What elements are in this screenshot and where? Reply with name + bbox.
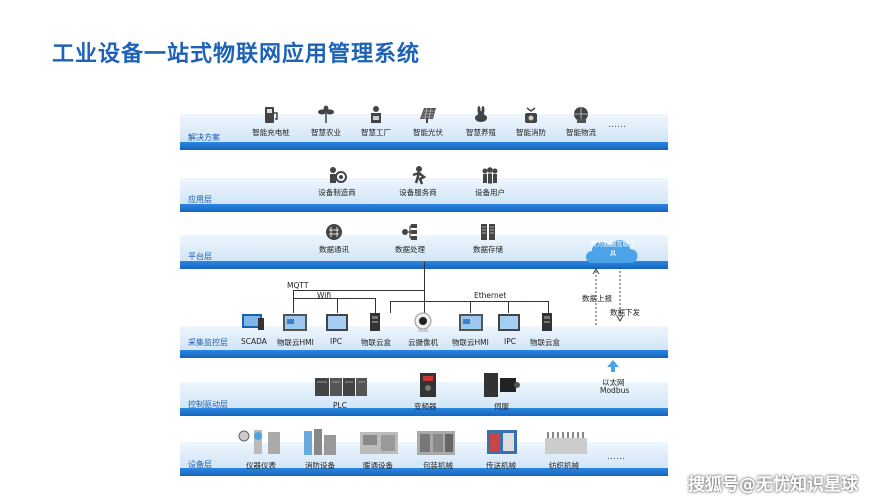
conveyor-machine-icon [487, 430, 517, 454]
collection-label-scada: SCADA [241, 337, 267, 346]
collection-label-camera: 云摄像机 [408, 338, 438, 347]
control-label-inverter: 变频器 [414, 402, 437, 411]
collection-label-ipc-1: IPC [330, 337, 342, 346]
layer-label-solution: 解决方案 [188, 133, 220, 142]
layer-label-platform: 平台层 [188, 252, 212, 261]
ethernet-cn-label: 以太网 [602, 378, 625, 387]
inverter-icon [420, 373, 436, 397]
layer-label-collection: 采集监控层 [188, 338, 228, 347]
platform-item-processing: 数据处理 [382, 222, 438, 255]
device-label-packaging: 包装机械 [423, 461, 453, 470]
layer-label-device: 设备层 [188, 460, 212, 469]
fire-alarm-icon [525, 107, 537, 123]
application-item-service: 设备服务商 [390, 165, 446, 198]
solution-item-agriculture: 智慧农业 [298, 105, 354, 138]
fire-equipment-icon [304, 429, 336, 455]
collection-label-hmi-1: 物联云HMI [277, 338, 314, 347]
wifi-label: Wifi [317, 291, 332, 300]
modbus-label: Modbus [600, 386, 630, 395]
device-label-textile: 纺织机械 [549, 461, 579, 470]
globe-truck-icon [574, 107, 588, 123]
ethernet-line-v1 [470, 301, 471, 313]
layer-application: 应用层 [180, 168, 668, 212]
wifi-line-v2 [375, 298, 376, 313]
download-label: 数据下发 [610, 308, 640, 317]
ipc-icon [326, 314, 348, 331]
collection-label-cloudbox-1: 物联云盒 [361, 338, 391, 347]
communication-icon [326, 224, 342, 240]
collection-label-hmi-2: 物联云HMI [452, 338, 489, 347]
ethernet-line-v2 [508, 301, 509, 313]
leaf-icon [318, 105, 334, 123]
instrument-icon [238, 430, 280, 454]
solution-item-solar: 智能光伏 [400, 105, 456, 138]
up-arrow-icon [607, 360, 619, 372]
cloud-label: 青为数据互联工具 [590, 240, 636, 257]
control-label-servo: 伺服 [494, 402, 509, 411]
layer-label-control: 控制驱动层 [188, 400, 228, 409]
upload-label: 数据上报 [582, 294, 612, 303]
device-label-hvac: 暖通设备 [363, 461, 393, 470]
service-person-icon [412, 166, 427, 185]
servo-icon [484, 373, 520, 397]
application-item-users: 设备用户 [462, 165, 518, 198]
scada-icon [242, 314, 264, 330]
device-more: …… [607, 452, 625, 462]
collection-label-ipc-2: IPC [504, 337, 516, 346]
upload-download-arrows [592, 267, 624, 325]
application-item-manufacturer: 设备制造商 [309, 165, 365, 198]
solution-item-breeding: 智慧养殖 [453, 105, 509, 138]
cloud-box-icon-2 [542, 313, 552, 331]
solution-more: …… [608, 120, 626, 130]
platform-item-comm: 数据通讯 [306, 222, 362, 255]
ethernet-line-v3 [548, 301, 549, 313]
factory-worker-icon [371, 106, 381, 123]
solution-item-fire: 智能消防 [503, 105, 559, 138]
mqtt-line-h [293, 290, 424, 291]
hvac-icon [360, 432, 398, 454]
cloud-icon [586, 240, 638, 263]
wifi-line-v1 [337, 298, 338, 313]
users-group-icon [482, 167, 498, 184]
ethernet-label: Ethernet [474, 291, 507, 300]
device-label-conveyor: 传送机械 [486, 461, 516, 470]
collection-label-cloudbox-2: 物联云盒 [530, 338, 560, 347]
server-storage-icon [481, 224, 495, 240]
rabbit-icon [475, 106, 487, 122]
device-label-instrument: 仪器仪表 [246, 461, 276, 470]
cloud-box-icon [370, 313, 380, 331]
solution-item-charging: 智能充电桩 [243, 105, 299, 138]
control-label-plc: PLC [333, 401, 347, 410]
device-label-fire: 消防设备 [305, 461, 335, 470]
solution-item-factory: 智慧工厂 [348, 105, 404, 138]
platform-down-line [424, 262, 425, 314]
hmi-icon-2 [459, 314, 483, 331]
layer-label-application: 应用层 [188, 195, 212, 204]
manufacturer-gear-icon [330, 167, 347, 183]
mqtt-line-v-left [293, 290, 294, 313]
platform-item-storage: 数据存储 [460, 222, 516, 255]
ipc-icon-2 [498, 314, 520, 331]
hmi-icon [283, 314, 307, 331]
charging-pile-icon [265, 107, 278, 123]
solar-panel-icon [420, 107, 436, 123]
camera-icon [414, 312, 432, 332]
textile-machine-icon [545, 432, 587, 454]
solution-item-logistics: 智能物流 [553, 105, 609, 138]
ethernet-line-v0 [390, 301, 391, 313]
packaging-machine-icon [417, 431, 455, 455]
watermark: 搜狐号@无忧知识星球 [688, 475, 858, 495]
wifi-line-h [293, 298, 375, 299]
ethernet-line-h [390, 301, 548, 302]
data-processing-icon [402, 224, 417, 240]
mqtt-label: MQTT [287, 281, 309, 290]
page-title: 工业设备一站式物联网应用管理系统 [52, 42, 421, 67]
plc-icon [315, 378, 367, 396]
